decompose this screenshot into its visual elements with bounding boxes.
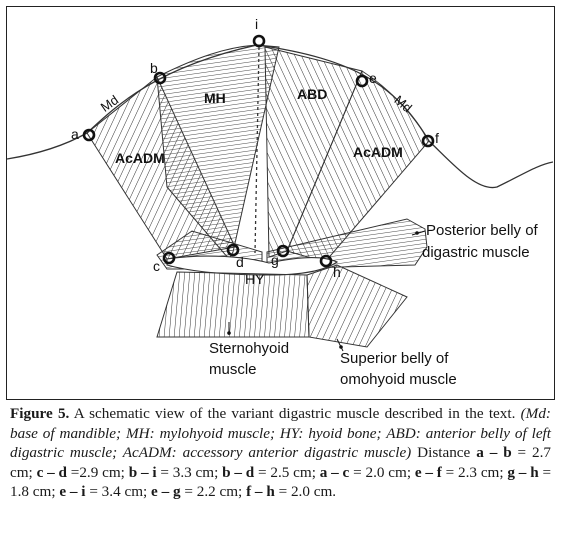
point-f-label: f xyxy=(435,130,439,146)
point-b-label: b xyxy=(150,60,158,76)
mh-label: MH xyxy=(204,90,226,106)
point-c-marker xyxy=(162,251,176,265)
sternohyoid-label-line2: muscle xyxy=(209,361,257,378)
sternohyoid-dot xyxy=(227,331,231,335)
measurement-pair: b – i xyxy=(128,463,157,481)
caption-abbreviations: (Md: base of mandible; MH: mylohyoid mus… xyxy=(10,405,551,462)
omohyoid-label-line2: omohyoid muscle xyxy=(340,371,457,388)
measurement-value: = 2.0 cm. xyxy=(274,483,337,501)
point-i-marker xyxy=(252,34,266,48)
measurement-item: e – g = 2.2 cm; xyxy=(151,483,246,500)
point-a-marker xyxy=(82,128,96,142)
measurement-pair: c – d xyxy=(36,463,67,481)
measurement-pair: e – i xyxy=(59,483,86,501)
measurement-item: b – i = 3.3 cm; xyxy=(129,464,222,481)
measurement-item: e – i = 3.4 cm; xyxy=(59,483,151,500)
figure-caption: Figure 5. A schematic view of the varian… xyxy=(10,404,551,502)
caption-measurements: a – b = 2.7 cm; c – d =2.9 cm; b – i = 3… xyxy=(10,444,551,500)
omohyoid-muscle xyxy=(306,264,408,348)
point-d-label: d xyxy=(236,254,244,270)
measurement-value: = 2.2 cm; xyxy=(180,483,247,501)
measurement-value: = 2.0 cm; xyxy=(349,463,415,481)
measurement-pair: f – h xyxy=(246,483,275,501)
acadm-right xyxy=(286,70,430,263)
measurement-pair: b – d xyxy=(222,463,255,481)
posterior-belly-label-line1: Posterior belly of xyxy=(426,222,539,239)
point-i-label: i xyxy=(255,16,258,32)
acadm-right-label: AcADM xyxy=(353,144,403,160)
caption-figure-label: Figure 5. xyxy=(10,405,70,422)
omohyoid-dot xyxy=(339,345,343,349)
figure-frame: i b e a f c d g h Md Md MH ABD AcADM AcA… xyxy=(6,6,555,400)
measurement-value: = 2.7 cm; xyxy=(10,444,552,481)
measurement-item: c – d =2.9 cm; xyxy=(37,464,129,481)
point-e-marker xyxy=(355,74,369,88)
point-markers xyxy=(82,34,435,268)
measurement-item: f – h = 2.0 cm. xyxy=(246,483,336,500)
measurement-pair: a – c xyxy=(319,463,350,481)
measurement-pair: e – g xyxy=(151,483,181,501)
posterior-belly-label-line2: digastric muscle xyxy=(422,244,530,261)
caption-distance-intro: Distance xyxy=(411,444,477,462)
measurement-value: = 2.3 cm; xyxy=(441,463,508,481)
measurement-value: = 3.3 cm; xyxy=(156,463,223,481)
measurement-value: = 2.5 cm; xyxy=(254,463,320,481)
point-c-label: c xyxy=(153,258,160,274)
midline-raphe xyxy=(254,46,260,254)
point-e-label: e xyxy=(369,70,377,86)
omohyoid-label-line1: Superior belly of xyxy=(340,350,449,367)
hy-label: HY xyxy=(245,271,265,287)
schematic-figure: i b e a f c d g h Md Md MH ABD AcADM AcA… xyxy=(7,16,553,388)
point-h-marker xyxy=(319,254,333,268)
sternohyoid-muscle xyxy=(156,271,310,338)
point-d-marker xyxy=(226,243,240,257)
abd-label: ABD xyxy=(297,86,327,102)
point-g-label: g xyxy=(271,252,279,268)
measurement-item: g – h = 1.8 cm; xyxy=(10,464,551,501)
caption-intro: A schematic view of the variant digastri… xyxy=(69,405,521,422)
point-g-marker xyxy=(276,244,290,258)
measurement-pair: g – h xyxy=(507,463,539,481)
measurement-item: a – c = 2.0 cm; xyxy=(320,464,415,481)
measurement-value: =2.9 cm; xyxy=(66,463,129,481)
measurement-item: b – d = 2.5 cm; xyxy=(222,464,320,481)
acadm-left-label: AcADM xyxy=(115,150,165,166)
measurement-value: = 1.8 cm; xyxy=(10,463,552,501)
posterior-belly-dot xyxy=(415,231,419,235)
measurement-value: = 3.4 cm; xyxy=(85,483,152,501)
measurement-item: e – f = 2.3 cm; xyxy=(415,464,508,481)
point-b-marker xyxy=(153,71,167,85)
acadm-left xyxy=(86,76,236,260)
measurement-pair: e – f xyxy=(414,463,442,481)
point-a-label: a xyxy=(71,126,79,142)
point-f-marker xyxy=(421,134,435,148)
measurement-item: a – b = 2.7 cm; xyxy=(10,444,551,481)
point-h-label: h xyxy=(333,264,341,280)
measurement-pair: a – b xyxy=(476,444,512,462)
sternohyoid-label-line1: Sternohyoid xyxy=(209,340,289,357)
